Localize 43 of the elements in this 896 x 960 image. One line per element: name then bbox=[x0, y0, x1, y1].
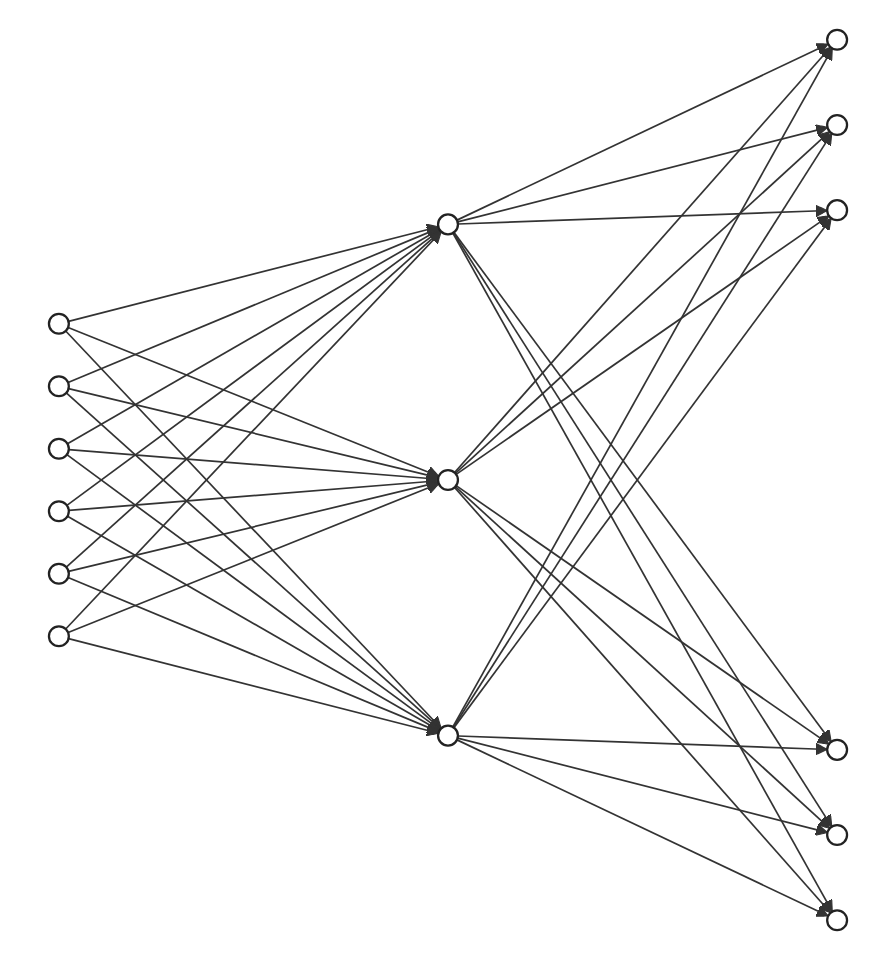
arrow bbox=[66, 228, 440, 445]
node-circle bbox=[826, 823, 849, 847]
arrow bbox=[67, 478, 439, 573]
node-circle bbox=[47, 312, 70, 335]
arrow bbox=[67, 326, 440, 478]
arrow bbox=[66, 453, 441, 731]
arrow bbox=[67, 637, 439, 737]
arrow bbox=[456, 124, 829, 223]
arrow bbox=[67, 475, 439, 512]
arrow bbox=[455, 484, 830, 745]
arrow bbox=[454, 485, 831, 829]
node-circle bbox=[436, 213, 460, 236]
arrow bbox=[456, 737, 829, 836]
node-circle bbox=[826, 738, 849, 761]
arrow bbox=[66, 229, 441, 507]
node-circle bbox=[47, 437, 70, 460]
node-circle bbox=[436, 468, 460, 492]
node-circle bbox=[47, 625, 70, 648]
arrow bbox=[457, 735, 828, 756]
node-circle bbox=[826, 28, 849, 51]
arrow bbox=[64, 231, 442, 630]
arrow bbox=[457, 204, 828, 225]
arrow bbox=[67, 482, 440, 634]
arrow bbox=[67, 226, 440, 384]
node-circle bbox=[826, 113, 849, 137]
node-circle bbox=[436, 724, 460, 747]
arrow bbox=[65, 392, 442, 730]
arrow bbox=[65, 230, 442, 568]
arrow bbox=[454, 131, 831, 475]
arrow bbox=[455, 215, 830, 476]
arrow bbox=[453, 486, 832, 914]
arrow bbox=[453, 46, 832, 474]
node-circle bbox=[826, 909, 849, 932]
node-circle bbox=[826, 199, 849, 222]
arrow bbox=[64, 330, 442, 729]
arrow bbox=[67, 223, 439, 323]
arrow bbox=[456, 43, 829, 221]
arrow bbox=[67, 448, 439, 485]
node-circle bbox=[47, 375, 70, 398]
arrow bbox=[456, 739, 829, 917]
node-circle bbox=[47, 562, 70, 585]
arrow bbox=[67, 387, 439, 482]
node-circle bbox=[47, 500, 70, 523]
